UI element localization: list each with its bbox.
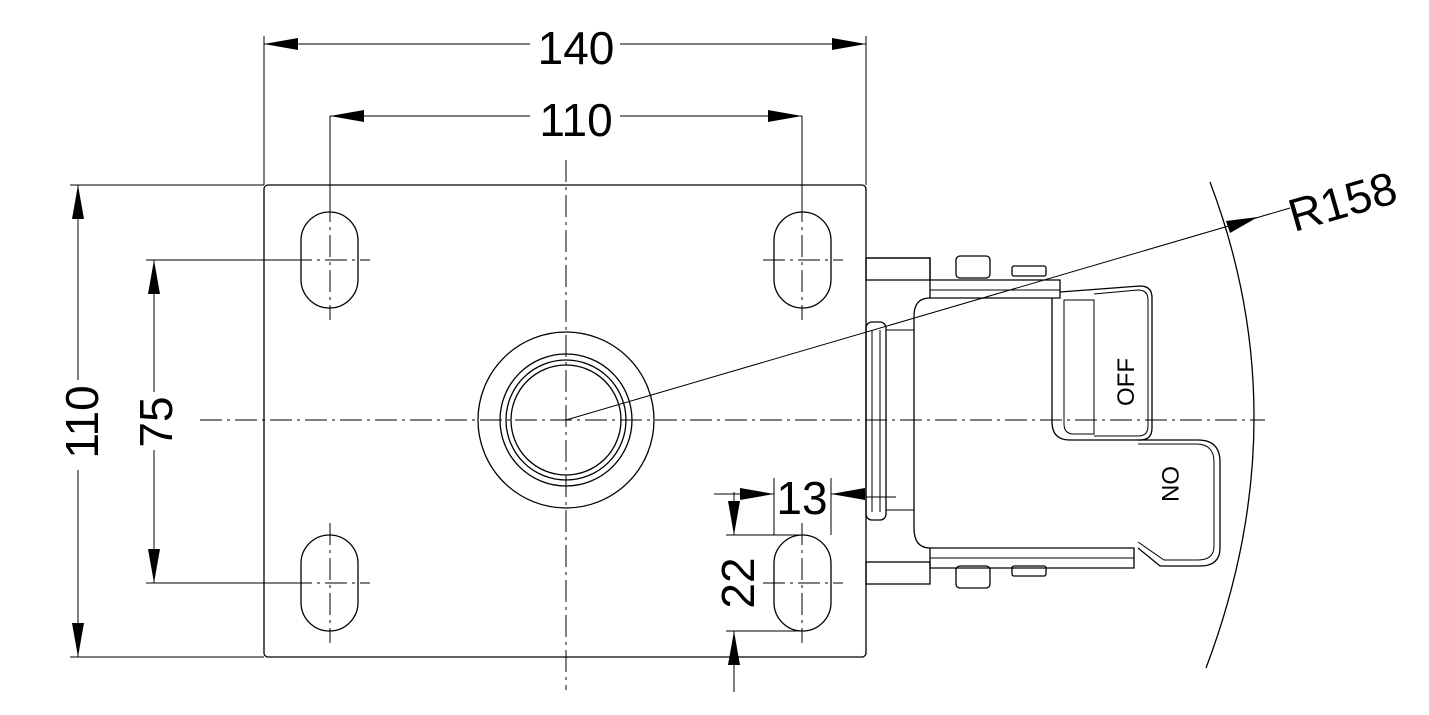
radius-arrow	[1226, 217, 1258, 233]
dim-slot-width	[714, 478, 866, 535]
top-plate	[263, 184, 867, 658]
dim-slot-length	[726, 492, 802, 692]
slot-top-left	[290, 200, 370, 320]
kingpin	[477, 331, 655, 509]
on-label: ON	[1156, 466, 1183, 502]
dim-hole-spacing-y	[146, 259, 301, 584]
dim-hole-spacing-y-label: 75	[130, 396, 182, 447]
dim-slot-length-label: 22	[712, 557, 764, 608]
radius-label: R158	[1282, 161, 1402, 241]
slot-bottom-right	[763, 523, 843, 643]
dim-plate-height-label: 110	[56, 385, 108, 458]
slot-bottom-left	[290, 523, 370, 643]
dim-hole-spacing-x	[329, 110, 803, 212]
swivel-radius-arc	[1205, 181, 1255, 669]
fork-assembly	[865, 255, 1221, 589]
slot-top-right	[763, 200, 843, 320]
off-label: OFF	[1113, 358, 1140, 406]
dim-plate-width-label: 140	[538, 22, 615, 74]
dim-plate-height	[70, 184, 264, 658]
dim-hole-spacing-x-label: 110	[539, 94, 612, 146]
radius-leader-line	[565, 207, 1291, 421]
dim-slot-width-label: 13	[776, 472, 827, 524]
dim-plate-width	[263, 36, 867, 185]
